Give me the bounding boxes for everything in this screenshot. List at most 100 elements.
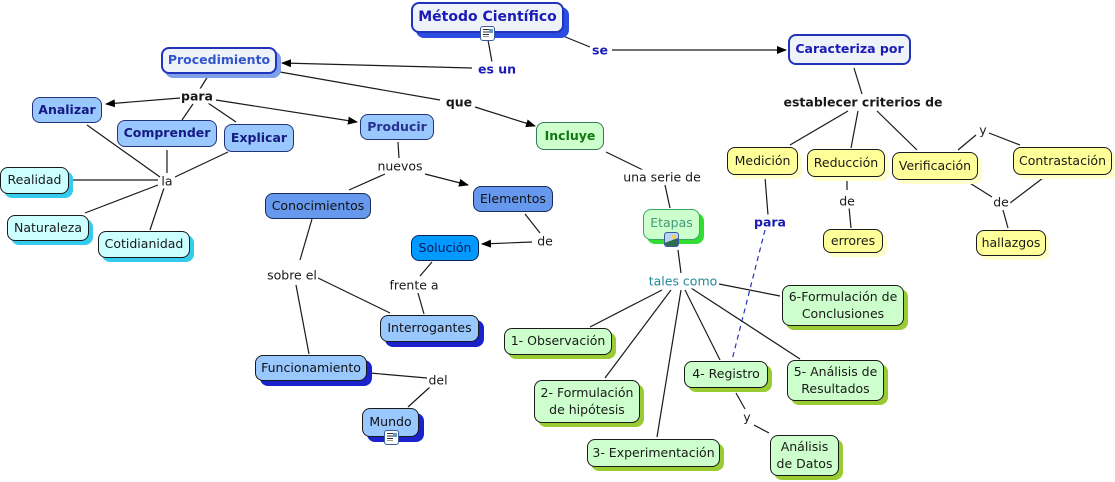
node-observacion[interactable]: 1- Observación	[504, 328, 612, 355]
link-line	[487, 39, 493, 63]
node-elementos[interactable]: Elementos	[473, 186, 553, 212]
link-label-la: la	[160, 173, 174, 189]
link-label-se: se	[591, 42, 609, 58]
link-line	[215, 99, 358, 125]
node-explicar[interactable]: Explicar	[224, 124, 294, 152]
link-line	[474, 106, 536, 128]
link-line	[656, 289, 682, 438]
node-medicion[interactable]: Medición	[727, 147, 798, 175]
node-producir[interactable]: Producir	[360, 114, 434, 140]
link-label-una-serie-de: una serie de	[622, 169, 702, 185]
link-line	[369, 372, 428, 379]
link-label-y: y	[742, 409, 752, 425]
link-line	[407, 386, 431, 408]
link-label-nuevos: nuevos	[376, 158, 424, 174]
link-line	[295, 284, 310, 355]
node-registro[interactable]: 4- Registro	[684, 361, 768, 388]
document-icon[interactable]	[384, 430, 399, 445]
node-contrastacion[interactable]: Contrastación	[1013, 147, 1112, 175]
link-label-del: del	[427, 372, 449, 388]
link-label-tales-como: tales como	[647, 273, 719, 289]
node-errores[interactable]: errores	[823, 229, 883, 253]
node-interrogantes[interactable]: Interrogantes	[380, 315, 479, 342]
link-line	[397, 141, 400, 159]
node-mundo[interactable]: Mundo	[362, 408, 419, 437]
link-line	[315, 276, 391, 314]
node-analizar[interactable]: Analizar	[32, 97, 102, 123]
link-line	[718, 283, 781, 297]
link-line	[853, 67, 863, 95]
link-line	[664, 184, 671, 209]
link-line	[557, 33, 591, 48]
link-line	[850, 110, 859, 149]
node-naturaleza[interactable]: Naturaleza	[7, 215, 89, 241]
link-label-para: para	[180, 88, 214, 104]
node-hallazgos[interactable]: hallazgos	[976, 230, 1046, 256]
node-experimentacion[interactable]: 3- Experimentación	[587, 439, 720, 467]
link-line	[735, 392, 746, 410]
link-line	[589, 289, 663, 328]
link-label-y-verificacion: y	[978, 122, 988, 138]
link-label-establecer-criterios-de: establecer criterios de	[782, 94, 944, 110]
link-line	[299, 218, 313, 261]
link-label-de-reduccion: de	[838, 193, 856, 209]
link-line	[789, 110, 849, 146]
document-icon[interactable]	[480, 26, 495, 41]
node-cotidianidad[interactable]: Cotidianidad	[98, 231, 190, 258]
link-line	[84, 184, 159, 214]
link-line	[764, 176, 769, 216]
link-label-que: que	[444, 94, 474, 110]
node-comprender[interactable]: Comprender	[117, 120, 217, 147]
node-caracteriza-por[interactable]: Caracteriza por	[788, 34, 911, 65]
link-line	[417, 292, 425, 315]
link-line	[876, 110, 918, 151]
node-verificacion[interactable]: Verificación	[892, 152, 978, 180]
link-line	[481, 239, 533, 248]
link-line	[690, 287, 801, 360]
link-line	[964, 179, 993, 198]
link-line	[604, 289, 672, 379]
node-analisis-resultados[interactable]: 5- Análisis de Resultados	[787, 360, 884, 401]
link-line	[524, 213, 541, 234]
node-metodo-cientifico[interactable]: Método Científico	[411, 2, 564, 33]
link-line	[1009, 177, 1044, 204]
link-label-para-medicion: para	[753, 214, 787, 230]
node-analisis-datos[interactable]: Análisis de Datos	[770, 435, 839, 476]
link-line	[181, 103, 194, 121]
link-line	[86, 124, 161, 178]
link-line	[605, 151, 646, 172]
link-line	[279, 71, 441, 101]
link-line	[988, 132, 1021, 146]
link-line	[174, 151, 229, 178]
node-formulacion-conclusiones[interactable]: 6-Formulación de Conclusiones	[782, 285, 904, 326]
link-line	[207, 102, 237, 123]
node-procedimiento[interactable]: Procedimiento	[161, 47, 277, 74]
link-label-frente-a: frente a	[388, 277, 440, 293]
link-label-de: de	[536, 233, 554, 249]
link-line	[957, 134, 977, 151]
link-label-es-un: es un	[476, 61, 518, 77]
link-line	[281, 59, 473, 69]
dashed-link-line	[731, 229, 766, 361]
link-label-de-verificacion: de	[992, 194, 1010, 210]
link-line	[753, 424, 770, 434]
link-line	[684, 289, 721, 361]
link-line	[105, 97, 181, 108]
link-line	[199, 75, 209, 90]
link-line	[1002, 209, 1009, 229]
link-line	[677, 249, 682, 274]
node-solucion[interactable]: Solución	[411, 235, 479, 261]
node-reduccion[interactable]: Reducción	[807, 149, 885, 177]
link-label-sobre-el: sobre el	[266, 267, 318, 283]
node-realidad[interactable]: Realidad	[0, 167, 69, 194]
node-conocimientos[interactable]: Conocimientos	[265, 193, 371, 219]
link-line	[149, 187, 165, 231]
image-icon[interactable]	[664, 232, 679, 247]
link-line	[848, 206, 852, 229]
node-incluye[interactable]: Incluye	[536, 122, 604, 150]
node-funcionamiento[interactable]: Funcionamiento	[255, 355, 367, 381]
link-line	[419, 261, 433, 277]
node-formulacion-hipotesis[interactable]: 2- Formulación de hipótesis	[534, 380, 640, 423]
link-line	[348, 173, 386, 191]
